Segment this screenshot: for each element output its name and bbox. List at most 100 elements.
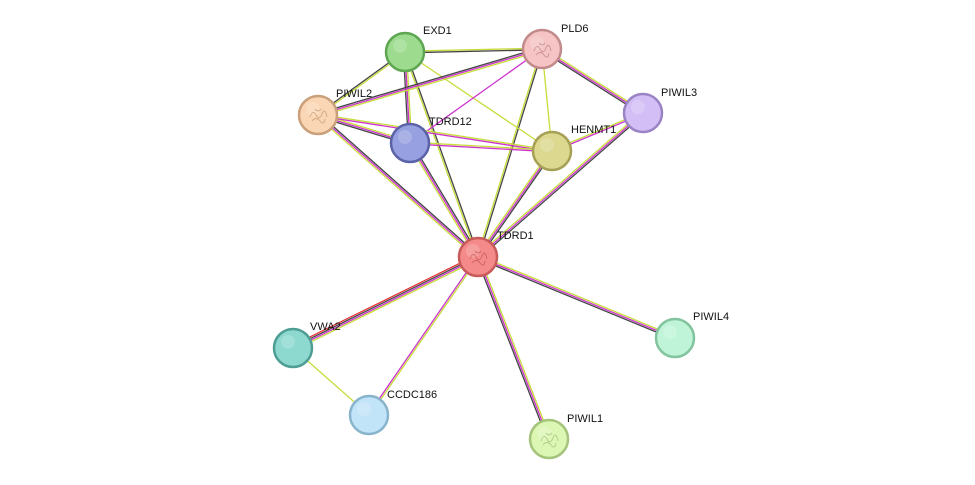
node-highlight — [530, 36, 544, 50]
node-circle[interactable] — [622, 92, 664, 134]
node-label-tdrd1: TDRD1 — [497, 230, 534, 242]
edge-exd1-pld6 — [404, 47, 543, 54]
node-circle[interactable] — [457, 236, 499, 278]
edges-layer — [291, 46, 676, 440]
edge-strand — [367, 256, 478, 415]
node-circle[interactable] — [528, 418, 570, 460]
edge-strand — [478, 254, 676, 338]
edge-strand — [476, 149, 552, 257]
node-highlight — [537, 426, 551, 440]
edge-strand — [409, 48, 543, 144]
edge-strand — [477, 256, 550, 440]
node-highlight — [306, 102, 320, 116]
edge-strand — [478, 113, 645, 259]
node-piwil1[interactable]: PIWIL1 — [528, 413, 603, 460]
node-label-exd1: EXD1 — [423, 25, 452, 37]
edge-strand — [317, 46, 542, 115]
node-label-tdrd12: TDRD12 — [429, 116, 472, 128]
edge-strand — [478, 49, 544, 258]
node-exd1[interactable]: EXD1 — [384, 25, 452, 73]
edge-strand — [404, 47, 542, 52]
edge-strand — [477, 256, 676, 339]
protein-structure-icon — [309, 108, 328, 124]
edge-strand — [318, 113, 553, 151]
edge-tdrd12-henmt1 — [409, 141, 553, 153]
node-circle[interactable] — [521, 28, 563, 70]
edge-tdrd1-piwil2 — [316, 113, 480, 259]
protein-structure-icon — [533, 42, 552, 58]
node-label-henmt1: HENMT1 — [571, 124, 616, 136]
edge-tdrd1-tdrd12 — [408, 141, 480, 259]
edge-strand — [475, 257, 549, 440]
edge-strand — [316, 115, 478, 259]
node-highlight — [663, 325, 677, 339]
node-highlight — [393, 39, 407, 53]
node-highlight — [357, 402, 371, 416]
node-circle[interactable] — [297, 94, 339, 136]
node-circle[interactable] — [384, 31, 426, 73]
edge-tdrd1-piwil4 — [477, 254, 676, 341]
node-label-piwil2: PIWIL2 — [336, 88, 372, 100]
protein-structure-icon — [469, 250, 488, 266]
edge-strand — [477, 150, 553, 258]
edge-strand — [404, 51, 553, 152]
edge-strand — [409, 142, 479, 258]
edge-pld6-piwil2 — [317, 46, 543, 118]
node-label-piwil3: PIWIL3 — [661, 87, 697, 99]
edge-strand — [318, 113, 480, 257]
node-pld6[interactable]: PLD6 — [521, 23, 589, 70]
node-tdrd1[interactable]: TDRD1 — [457, 230, 534, 278]
edge-strand — [317, 48, 543, 116]
node-piwil2[interactable]: PIWIL2 — [297, 88, 372, 136]
node-tdrd12[interactable]: TDRD12 — [389, 116, 472, 164]
node-label-piwil4: PIWIL4 — [693, 311, 729, 323]
edge-piwil2-henmt1 — [317, 113, 553, 153]
node-highlight — [398, 130, 412, 144]
edge-tdrd1-vwa2 — [291, 254, 480, 351]
edge-strand — [478, 256, 552, 439]
node-ccdc186[interactable]: CCDC186 — [348, 389, 437, 436]
edge-strand — [476, 111, 643, 257]
node-label-vwa2: VWA2 — [310, 321, 341, 333]
edge-strand — [292, 255, 478, 348]
node-circle[interactable] — [389, 122, 431, 164]
node-circle[interactable] — [272, 327, 314, 369]
edge-strand — [409, 143, 552, 153]
edge-strand — [408, 143, 478, 259]
edge-pld6-tdrd12 — [409, 48, 543, 144]
node-label-ccdc186: CCDC186 — [387, 389, 437, 401]
node-highlight — [540, 138, 554, 152]
node-henmt1[interactable]: HENMT1 — [531, 124, 616, 172]
node-circle[interactable] — [348, 394, 390, 436]
protein-structure-icon — [540, 432, 559, 448]
edge-strand — [410, 141, 553, 151]
edge-strand — [477, 112, 644, 258]
edge-strand — [478, 151, 554, 259]
edge-strand — [318, 49, 543, 118]
node-circle[interactable] — [531, 130, 573, 172]
node-circle[interactable] — [654, 317, 696, 359]
edge-strand — [317, 115, 552, 153]
edge-tdrd1-piwil3 — [476, 111, 645, 259]
edge-tdrd1-henmt1 — [476, 149, 554, 259]
node-label-pld6: PLD6 — [561, 23, 589, 35]
edge-strand — [369, 257, 480, 416]
edge-exd1-henmt1 — [404, 51, 553, 152]
node-highlight — [631, 100, 645, 114]
edge-strand — [405, 49, 543, 54]
node-piwil4[interactable]: PIWIL4 — [654, 311, 729, 359]
node-piwil3[interactable]: PIWIL3 — [622, 87, 697, 134]
node-highlight — [466, 244, 480, 258]
node-vwa2[interactable]: VWA2 — [272, 321, 341, 369]
edge-tdrd1-piwil1 — [475, 256, 552, 440]
node-label-piwil1: PIWIL1 — [567, 413, 603, 425]
edge-strand — [291, 254, 478, 347]
edge-strand — [410, 141, 480, 257]
edge-strand — [477, 257, 675, 341]
node-highlight — [281, 335, 295, 349]
edge-strand — [293, 258, 480, 351]
edge-tdrd1-pld6 — [476, 48, 544, 258]
edge-tdrd1-ccdc186 — [367, 256, 480, 416]
